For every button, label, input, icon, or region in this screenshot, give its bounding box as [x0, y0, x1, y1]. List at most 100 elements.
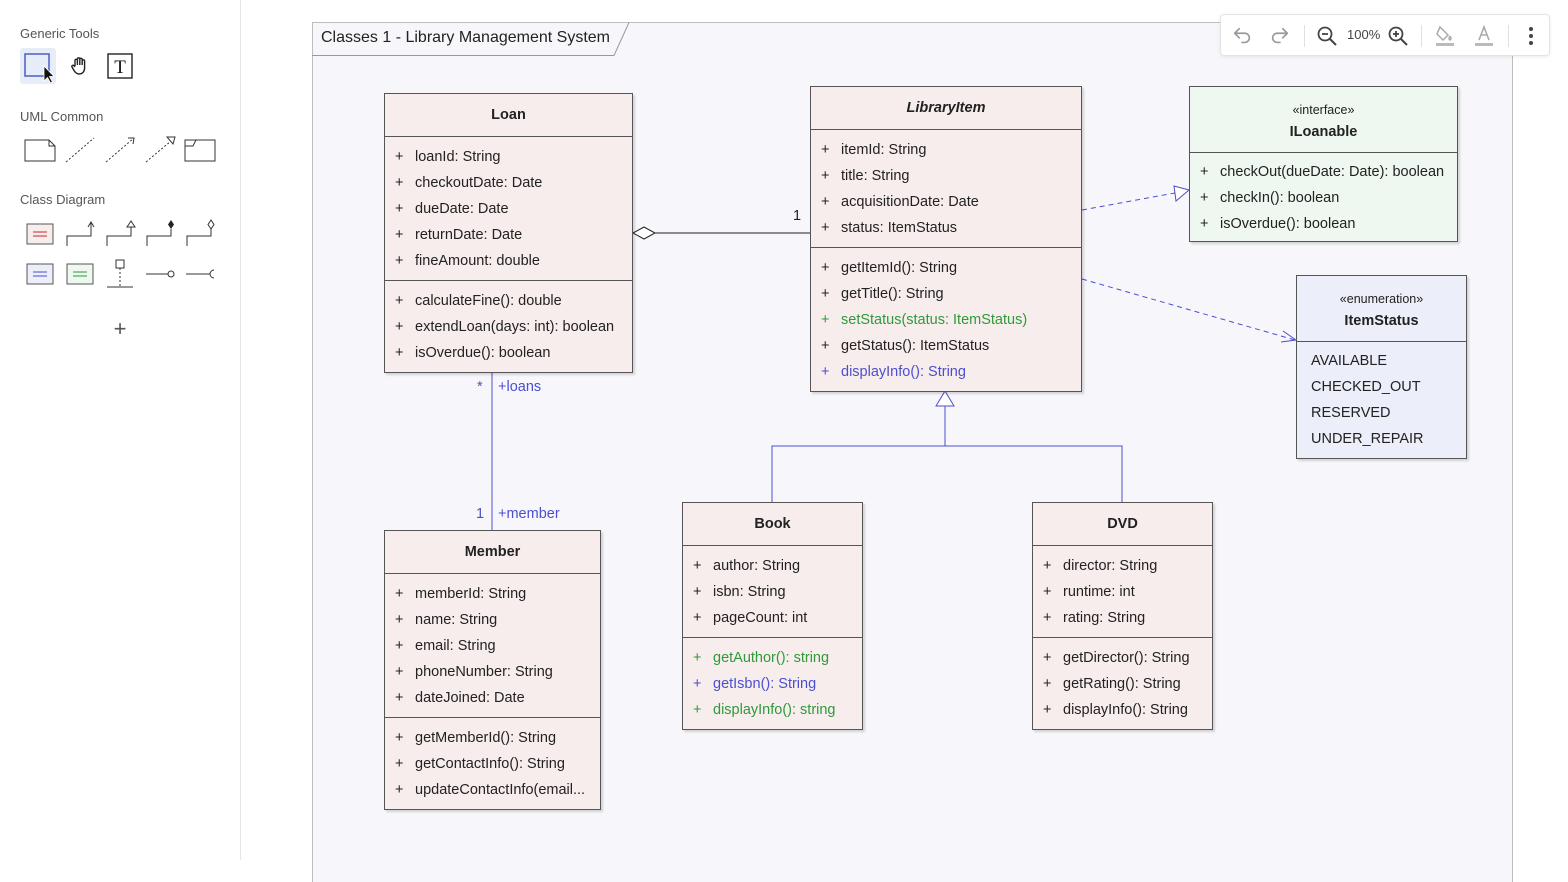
generalization-icon [106, 220, 136, 246]
frame-icon [184, 139, 216, 162]
attribute-row[interactable]: +phoneNumber: String [395, 664, 553, 680]
attribute-row[interactable]: +pageCount: int [693, 610, 808, 626]
provided-interface-tool[interactable] [142, 256, 178, 292]
class-tool[interactable] [22, 216, 58, 252]
operation-row[interactable]: +calculateFine(): double [395, 293, 562, 309]
enumeration-itemstatus[interactable]: «enumeration» ItemStatus AVAILABLE CHECK… [1296, 275, 1467, 459]
fill-color-button[interactable] [1432, 23, 1458, 49]
text-tool[interactable]: T [102, 48, 138, 84]
operation-row[interactable]: +isOverdue(): boolean [1200, 216, 1356, 232]
operation-row[interactable]: +getStatus(): ItemStatus [821, 338, 990, 354]
tool-palette: Generic Tools T UML Common Class Diagram [0, 0, 241, 860]
operation-row[interactable]: +getMemberId(): String [395, 730, 557, 746]
attribute-row[interactable]: +loanId: String [395, 149, 501, 165]
class-loan[interactable]: Loan +loanId: String +checkoutDate: Date… [384, 93, 633, 373]
operation-row[interactable]: +isOverdue(): boolean [395, 345, 551, 361]
note-tool[interactable] [22, 132, 58, 168]
attribute-row[interactable]: +status: ItemStatus [821, 220, 958, 236]
attribute-row[interactable]: +returnDate: Date [395, 227, 523, 243]
attribute-row[interactable]: +dueDate: Date [395, 201, 509, 217]
attribute-row[interactable]: +rating: String [1043, 610, 1146, 626]
realization-arrowhead [1173, 185, 1191, 202]
attribute-row[interactable]: +checkoutDate: Date [395, 175, 543, 191]
operation-row[interactable]: +extendLoan(days: int): boolean [395, 319, 615, 335]
operation-row[interactable]: +updateContactInfo(email... [395, 782, 586, 798]
interface-iloanable[interactable]: «interface» ILoanable +checkOut(dueDate:… [1189, 86, 1458, 242]
provided-interface-icon [146, 270, 175, 278]
attribute-row[interactable]: +author: String [693, 558, 801, 574]
class-name: Member [385, 531, 600, 574]
attribute-row[interactable]: +name: String [395, 612, 498, 628]
add-tool-button[interactable]: + [113, 316, 127, 341]
operations-section: +getItemId(): String +getTitle(): String… [811, 248, 1081, 391]
font-color-button[interactable] [1471, 23, 1497, 49]
font-color-icon [1475, 24, 1493, 46]
palette-section-title: UML Common [20, 109, 104, 124]
enum-literal[interactable]: UNDER_REPAIR [1311, 431, 1424, 447]
zoom-out-button[interactable] [1314, 23, 1340, 49]
aggregation-tool[interactable] [182, 216, 218, 252]
redo-icon [1271, 27, 1289, 44]
operation-row[interactable]: +displayInfo(): String [1043, 702, 1188, 718]
hand-tool[interactable] [62, 48, 98, 84]
operation-row[interactable]: +displayInfo(): string [693, 702, 836, 718]
attribute-row[interactable]: +memberId: String [395, 586, 527, 602]
attribute-row[interactable]: +runtime: int [1043, 584, 1135, 600]
operation-row[interactable]: +getIsbn(): String [693, 676, 817, 692]
frame-tool[interactable] [182, 132, 218, 168]
operation-row[interactable]: +getAuthor(): string [693, 650, 830, 666]
enum-literal[interactable]: RESERVED [1311, 405, 1391, 421]
attribute-row[interactable]: +title: String [821, 168, 910, 184]
zoom-in-icon [1388, 26, 1408, 46]
class-dvd[interactable]: DVD +director: String +runtime: int +rat… [1032, 502, 1213, 730]
operations-section: +getAuthor(): string +getIsbn(): String … [683, 638, 862, 729]
operation-row[interactable]: +getItemId(): String [821, 260, 958, 276]
attribute-row[interactable]: +acquisitionDate: Date [821, 194, 979, 210]
class-name: ILoanable [1289, 124, 1358, 140]
interface-tool[interactable] [22, 256, 58, 292]
operation-row[interactable]: +getRating(): String [1043, 676, 1181, 692]
interface-header: «interface» ILoanable [1190, 87, 1457, 153]
operation-row[interactable]: +checkOut(dueDate: Date): boolean [1200, 164, 1445, 180]
operation-row[interactable]: +checkIn(): boolean [1200, 190, 1340, 206]
select-tool[interactable] [20, 48, 56, 84]
class-book[interactable]: Book +author: String +isbn: String +page… [682, 502, 863, 730]
composition-tool[interactable] [142, 216, 178, 252]
enum-literal[interactable]: AVAILABLE [1311, 353, 1388, 369]
attribute-row[interactable]: +isbn: String [693, 584, 786, 600]
realization-tool[interactable] [142, 132, 178, 168]
class-member[interactable]: Member +memberId: String +name: String +… [384, 530, 601, 810]
enumeration-header: «enumeration» ItemStatus [1297, 276, 1466, 342]
association-class-icon [107, 259, 133, 288]
more-options-button[interactable] [1518, 23, 1544, 49]
operation-row[interactable]: +getContactInfo(): String [395, 756, 565, 772]
enum-literal[interactable]: CHECKED_OUT [1311, 379, 1421, 395]
attribute-row[interactable]: +itemId: String [821, 142, 927, 158]
enumeration-icon [66, 263, 94, 285]
class-name: DVD [1033, 503, 1212, 546]
association-tool[interactable] [62, 216, 98, 252]
undo-button[interactable] [1229, 23, 1255, 49]
more-icon [1529, 27, 1533, 45]
class-libraryitem[interactable]: LibraryItem +itemId: String +title: Stri… [810, 86, 1082, 392]
generalization-tool[interactable] [102, 216, 138, 252]
operation-row[interactable]: +setStatus(status: ItemStatus) [821, 312, 1028, 328]
attribute-row[interactable]: +fineAmount: double [395, 253, 540, 269]
zoom-in-button[interactable] [1385, 23, 1411, 49]
attribute-row[interactable]: +dateJoined: Date [395, 690, 525, 706]
operation-row[interactable]: +displayInfo(): String [821, 364, 966, 380]
enumeration-tool[interactable] [62, 256, 98, 292]
operation-row[interactable]: +getDirector(): String [1043, 650, 1190, 666]
operations-section: +checkOut(dueDate: Date): boolean +check… [1190, 153, 1457, 241]
diagram-title: Classes 1 - Library Management System [321, 29, 610, 46]
attribute-row[interactable]: +email: String [395, 638, 496, 654]
association-class-tool[interactable] [102, 256, 138, 292]
redo-button[interactable] [1267, 23, 1293, 49]
aggregation-diamond [631, 226, 657, 240]
generalization-arrowhead [935, 390, 955, 407]
attribute-row[interactable]: +director: String [1043, 558, 1158, 574]
operation-row[interactable]: +getTitle(): String [821, 286, 944, 302]
dependency-tool[interactable] [102, 132, 138, 168]
required-interface-tool[interactable] [182, 256, 218, 292]
multiplicity-label: 1 [793, 208, 802, 224]
